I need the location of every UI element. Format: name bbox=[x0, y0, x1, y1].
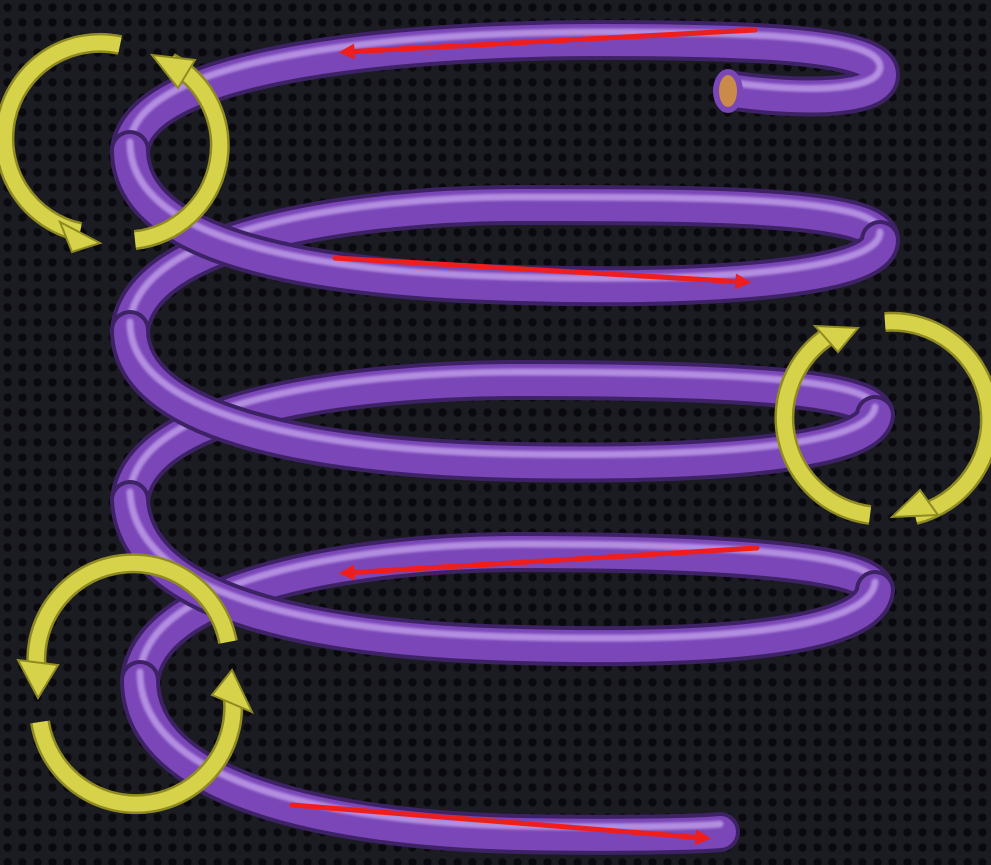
field-arc-lower-left-b bbox=[30, 690, 244, 815]
field-arrowhead-lower-left-a bbox=[16, 658, 60, 701]
field-arrowhead-path-middle-right-b bbox=[774, 326, 872, 525]
field-arrowhead-upper-left-b bbox=[149, 53, 197, 90]
field-arrowhead-upper-left-a bbox=[58, 219, 103, 254]
field-arrowhead-lower-left-b bbox=[210, 668, 255, 714]
field-arrowhead-middle-right-b bbox=[812, 324, 861, 354]
field-arc-middle-right-a bbox=[884, 311, 991, 525]
current-arrow-turn-4 bbox=[338, 545, 760, 581]
coil-front-turn-2 bbox=[110, 310, 895, 483]
field-arc-lower-left-a bbox=[26, 553, 238, 680]
coil-back-turn-2 bbox=[110, 184, 900, 350]
current-arrow-turn-1 bbox=[338, 27, 758, 60]
current-arrow-turn-2 bbox=[332, 255, 752, 290]
field-arrowhead-middle-right-a bbox=[889, 488, 940, 519]
field-loops bbox=[0, 32, 991, 815]
current-arrows bbox=[289, 27, 760, 846]
wire-end-cap bbox=[713, 69, 743, 113]
field-arc-upper-left-b bbox=[133, 53, 230, 250]
current-arrow-turn-5 bbox=[289, 802, 712, 846]
field-arc-upper-left-a bbox=[0, 32, 123, 242]
